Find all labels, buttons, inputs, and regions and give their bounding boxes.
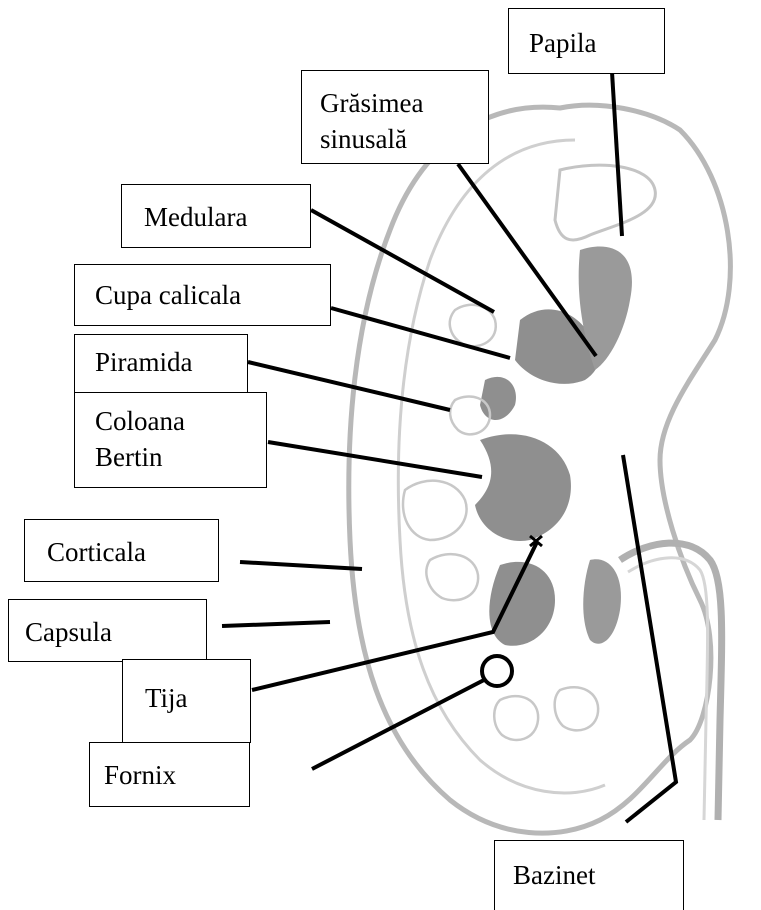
medulla-pyramid-1 [480,377,516,420]
label-fornix-text: Fornix [104,760,176,790]
label-tija: Tija [122,659,251,743]
leader-papila [612,72,622,236]
leader-fornix [312,680,484,769]
label-papila: Papila [508,8,665,74]
fornix-marker-circle [482,656,512,686]
label-grasimea-line2: sinusală [320,124,407,154]
label-piramida-text: Piramida [95,347,192,377]
label-medulara-text: Medulara [144,202,247,232]
label-cupa-calicala: Cupa calicala [74,264,331,326]
calyx-outline-4 [426,554,478,600]
leader-capsula [222,622,330,626]
leader-piramida [248,362,450,410]
label-medulara: Medulara [121,184,311,248]
medulla-right-lower [583,559,621,644]
label-corticala-text: Corticala [47,537,146,567]
medulla-middle [475,434,571,541]
calyx-outline-3 [403,481,467,540]
label-capsula: Capsula [8,599,207,662]
label-piramida: Piramida [74,334,248,396]
label-grasimea-line1: Grăsimea [320,88,423,118]
leader-medulara [311,210,494,312]
label-capsula-text: Capsula [25,617,112,647]
leader-coloana [268,442,482,477]
label-grasimea-sinusala: Grăsimea sinusală [301,70,489,164]
leader-corticala [240,562,362,569]
label-tija-text: Tija [145,683,188,713]
calyx-outline-6 [555,687,598,730]
label-coloana-bertin: Coloana Bertin [74,392,267,488]
label-cupa-text: Cupa calicala [95,280,241,310]
label-papila-text: Papila [529,28,597,58]
ureter-inner [628,558,708,820]
label-fornix: Fornix [89,742,250,807]
label-coloana-line1: Coloana [95,406,185,436]
label-bazinet-text: Bazinet [513,860,595,890]
label-corticala: Corticala [24,519,219,582]
label-bazinet: Bazinet [494,840,684,910]
calyx-outline-2 [450,396,490,434]
calyx-outline-5 [494,696,538,740]
label-coloana-line2: Bertin [95,442,163,472]
sinus-fat [555,165,655,240]
